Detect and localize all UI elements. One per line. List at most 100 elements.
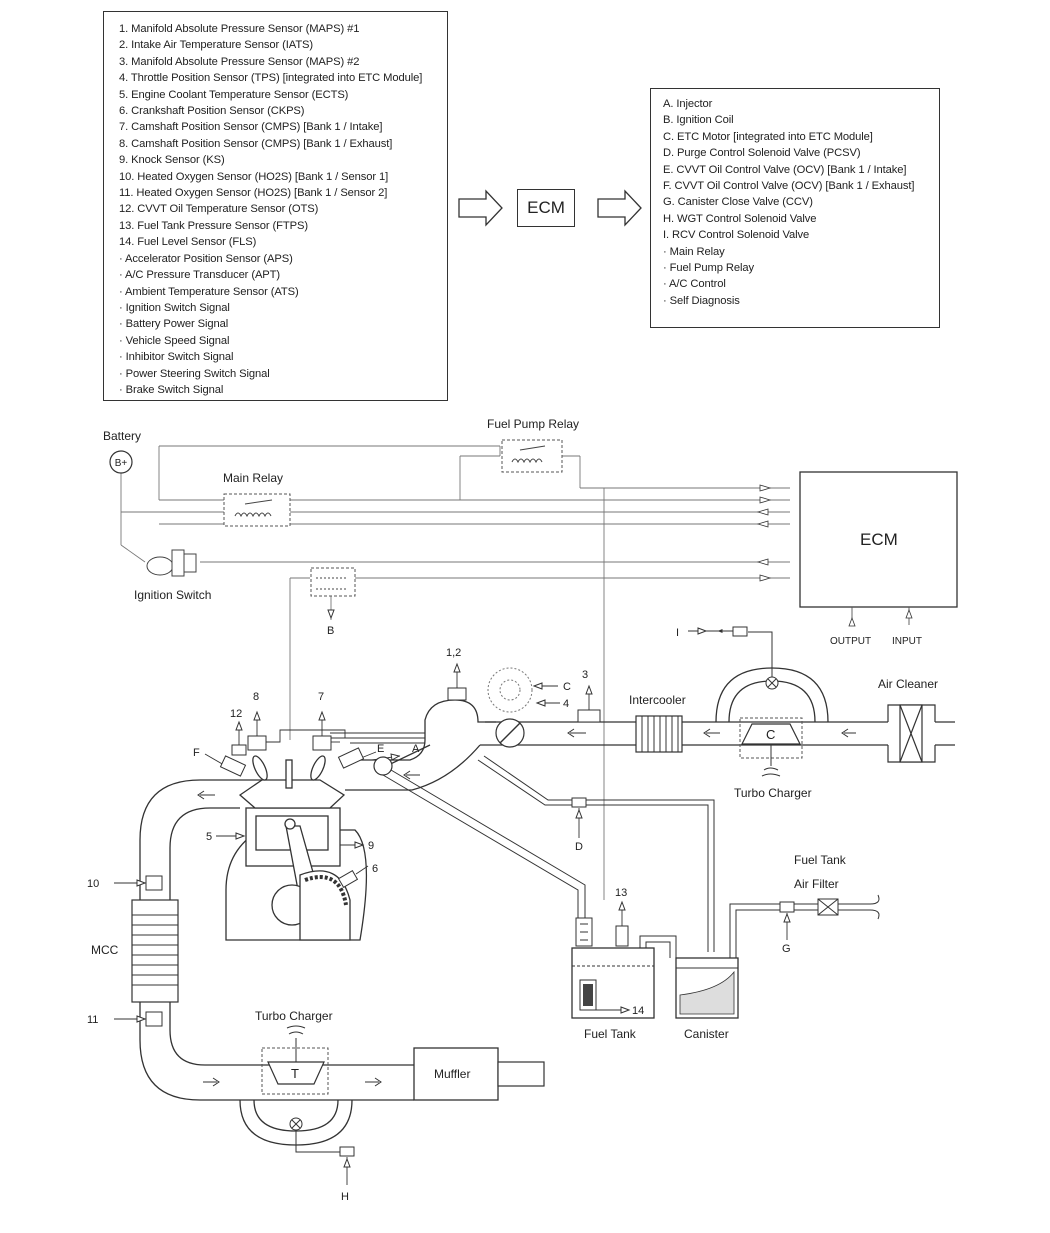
intercooler-icon [635,715,683,753]
callout-7: 7 [318,691,324,703]
output-list-item: B. Ignition Coil [663,114,734,127]
engine-block [225,755,368,941]
fuel-pump-relay-label: Fuel Pump Relay [487,417,579,431]
input-list-item: · A/C Pressure Transducer (APT) [119,269,281,282]
ftps-icon [615,925,629,947]
ignition-coil-icon [310,567,356,597]
callout-13: 13 [615,887,627,899]
fuel-tank-label: Fuel Tank [584,1027,637,1041]
map-sensor-2-icon [577,709,601,723]
callout-b: B [327,625,334,637]
main-relay-label: Main Relay [223,471,283,485]
input-list-item: 6. Crankshaft Position Sensor (CKPS) [119,105,305,118]
input-list-item: 3. Manifold Absolute Pressure Sensor (MA… [119,55,360,68]
input-list-item: 10. Heated Oxygen Sensor (HO2S) [Bank 1 … [119,170,389,183]
input-list-item: 5. Engine Coolant Temperature Sensor (EC… [119,88,349,101]
output-list-item: E. CVVT Oil Control Valve (OCV) [Bank 1 … [663,163,907,176]
input-list-item: · Power Steering Switch Signal [119,367,270,380]
callout-14: 14 [632,1005,644,1017]
input-list-item: 4. Throttle Position Sensor (TPS) [integ… [119,72,423,85]
air-cleaner-label: Air Cleaner [878,677,938,691]
svg-text:C: C [766,727,775,742]
muffler-label: Muffler [434,1067,470,1081]
input-list-item: · Ambient Temperature Sensor (ATS) [119,285,299,298]
flow-arrow-output [597,189,642,227]
callout-3: 3 [582,669,588,681]
callout-9: 9 [368,840,374,852]
input-list-item: 14. Fuel Level Sensor (FLS) [119,236,257,249]
input-list-item: 7. Camshaft Position Sensor (CMPS) [Bank… [119,121,383,134]
fuel-pump-relay-icon [501,439,563,473]
input-list-item: 1. Manifold Absolute Pressure Sensor (MA… [119,23,360,35]
battery-terminal-icon [109,450,133,474]
output-list-item: · Fuel Pump Relay [663,262,754,275]
callout-10: 10 [87,878,99,890]
output-list-item: C. ETC Motor [integrated into ETC Module… [663,130,873,143]
input-list-item: · Vehicle Speed Signal [119,334,230,347]
svg-text:T: T [291,1066,299,1081]
output-list-item: H. WGT Control Solenoid Valve [663,212,817,225]
fuel-line [382,774,579,935]
ecm-label: ECM [860,530,898,549]
input-list-item: 13. Fuel Tank Pressure Sensor (FTPS) [119,219,308,232]
output-list-item: A. Injector [663,98,713,110]
compressor-icon [741,723,801,745]
ecm-signal-arrows [756,484,772,582]
cmps-intake-icon [312,735,332,751]
battery-label: Battery [103,429,141,443]
callout-11: 11 [87,1014,98,1026]
callout-5: 5 [206,831,212,843]
callout-a: A [412,743,420,755]
purge-line [477,759,709,952]
callout-12: 12 [230,708,242,720]
ho2s-2-icon [145,1011,163,1027]
input-list: 1. Manifold Absolute Pressure Sensor (MA… [119,21,447,398]
ecm-output-label: OUTPUT [830,636,871,647]
callout-h: H [341,1191,349,1203]
output-list-item: G. Canister Close Valve (CCV) [663,196,813,209]
input-list-item: 2. Intake Air Temperature Sensor (IATS) [119,39,314,52]
output-list-item: D. Purge Control Solenoid Valve (PCSV) [663,147,861,160]
ecm-box [799,471,958,608]
exhaust-pipe-inner [169,807,262,1066]
mcc-label: MCC [91,943,119,957]
fuel-tank-air-filter-label-1: Fuel Tank [794,853,847,867]
turbine-icon [267,1061,325,1085]
input-list-item: 12. CVVT Oil Temperature Sensor (OTS) [119,203,319,216]
input-list-item: · Brake Switch Signal [119,383,224,396]
main-relay-icon [223,493,291,527]
callout-f: F [193,747,200,759]
canister-label: Canister [684,1027,729,1041]
ckps-icon [337,869,359,889]
callout-e: E [377,743,384,755]
input-signal-list: 1. Manifold Absolute Pressure Sensor (MA… [103,11,448,401]
callout-i: I [676,627,679,639]
ccv-icon [779,901,795,913]
input-list-item: 8. Camshaft Position Sensor (CMPS) [Bank… [119,137,393,150]
flow-arrow-input [458,189,503,227]
ecm-flow-label: ECM [527,198,565,217]
input-list-item: · Battery Power Signal [119,318,229,331]
input-list-item: · Ignition Switch Signal [119,301,230,314]
output-list-item: F. CVVT Oil Control Valve (OCV) [Bank 1 … [663,180,915,193]
output-list-item: · Self Diagnosis [663,294,740,307]
callout-6: 6 [372,863,378,875]
ignition-switch-icon [146,549,197,577]
output-signal-list: A. Injector B. Ignition Coil C. ETC Motor … [650,88,940,328]
output-list-item: · Main Relay [663,245,725,258]
pcsv-icon [571,797,587,808]
input-list-item: 11. Heated Oxygen Sensor (HO2S) [Bank 1 … [119,187,388,200]
ho2s-1-icon [145,875,163,891]
electrical-wiring [120,445,790,900]
ignition-switch-label: Ignition Switch [134,588,211,602]
callout-c: C [563,681,571,693]
cmps-exhaust-icon [247,735,267,751]
fuel-tank-air-filter-label-2: Air Filter [794,877,839,891]
input-list-item: 9. Knock Sensor (KS) [119,154,225,167]
turbo-charger-exhaust-label: Turbo Charger [255,1009,333,1023]
ots-icon [231,744,247,756]
output-list: A. Injector B. Ignition Coil C. ETC Motor … [663,96,939,309]
output-list-item: I. RCV Control Solenoid Valve [663,229,810,242]
ocv-exhaust-icon [219,755,247,777]
